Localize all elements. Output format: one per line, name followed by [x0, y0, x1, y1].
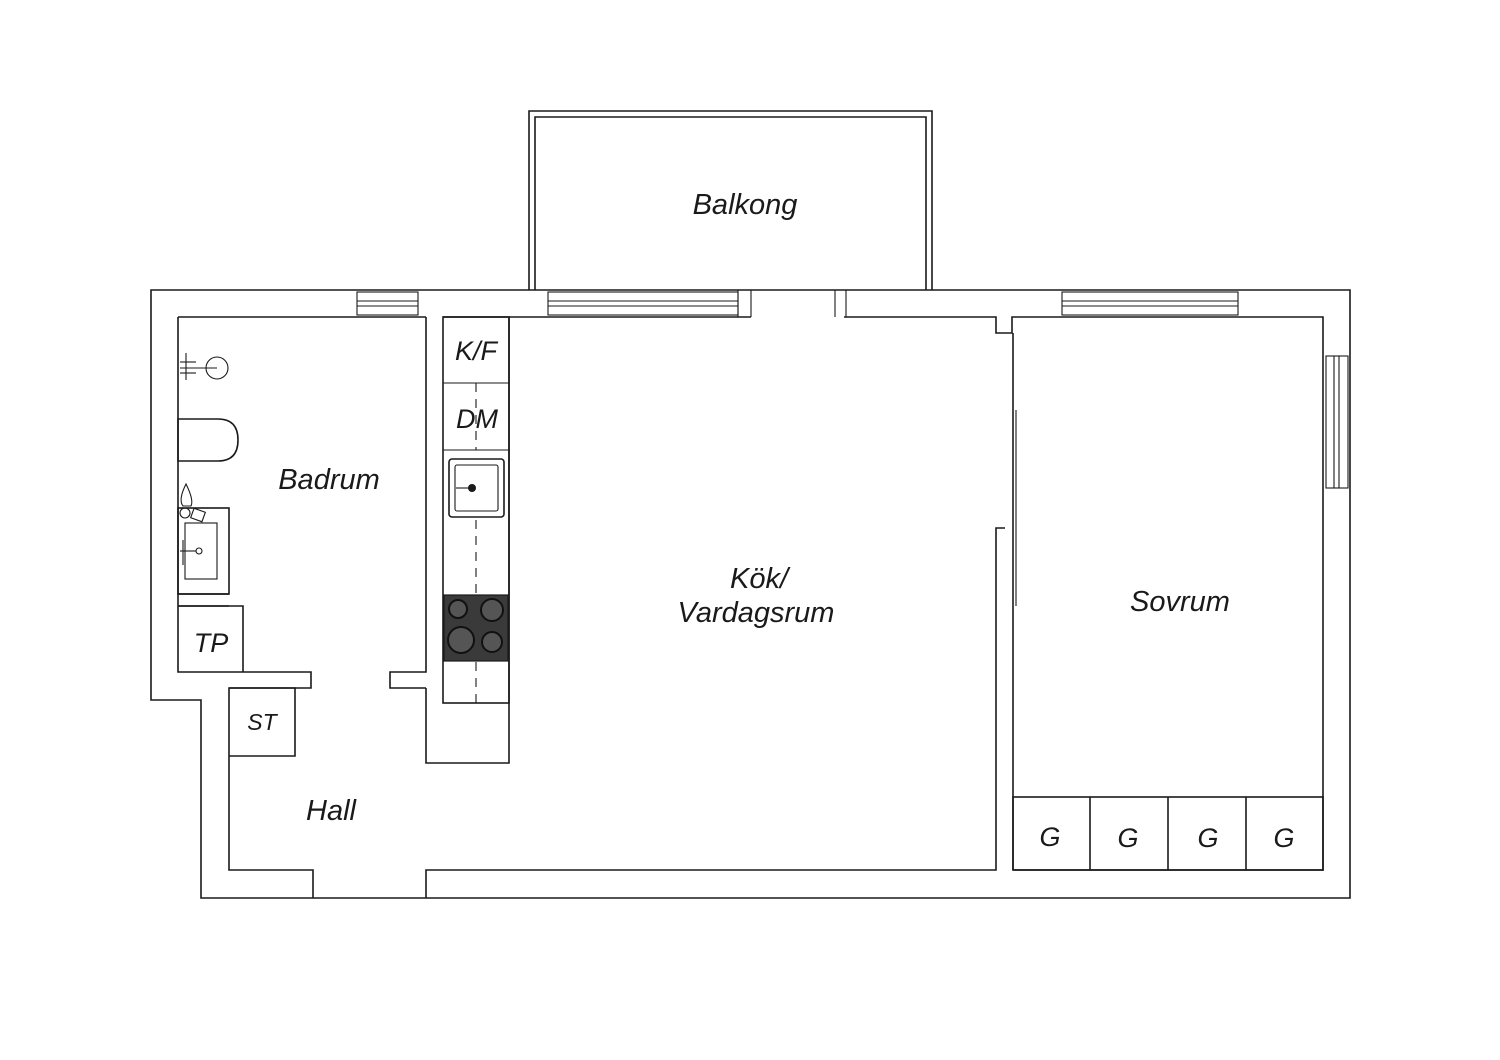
- kitchen-label-line1: Kök/: [730, 563, 791, 595]
- storage-closet: [229, 687, 296, 757]
- fridge-freezer-label: K/F: [455, 336, 499, 366]
- kitchen-counter: [442, 316, 510, 704]
- storage-label: ST: [247, 709, 278, 735]
- dishwasher-label: DM: [456, 404, 498, 434]
- hall-label: Hall: [306, 795, 358, 827]
- bedroom-label: Sovrum: [1130, 586, 1230, 618]
- wardrobe-label: G: [1273, 823, 1294, 853]
- bedroom-partition: [1012, 333, 1017, 870]
- wardrobe-label: G: [1039, 822, 1060, 852]
- bathroom-walls: [389, 317, 510, 764]
- sink-icon: [448, 458, 505, 518]
- shower-icon: [180, 353, 229, 380]
- kitchen-label-line2: Vardagsrum: [678, 597, 835, 629]
- bathroom-label: Badrum: [278, 464, 380, 496]
- washer-dryer-label: TP: [194, 628, 229, 658]
- wardrobe-label: G: [1197, 823, 1218, 853]
- bedroom-window: [1325, 355, 1349, 489]
- balcony: [528, 110, 933, 290]
- balcony-label: Balkong: [693, 189, 798, 221]
- wardrobes: [1012, 796, 1324, 871]
- toilet-icon: [177, 418, 239, 462]
- wardrobe-label: G: [1117, 823, 1138, 853]
- top-windows: [356, 290, 1239, 317]
- washbasin-icon: [177, 482, 230, 595]
- stove-icon: [443, 594, 509, 662]
- washer-dryer: [178, 593, 244, 672]
